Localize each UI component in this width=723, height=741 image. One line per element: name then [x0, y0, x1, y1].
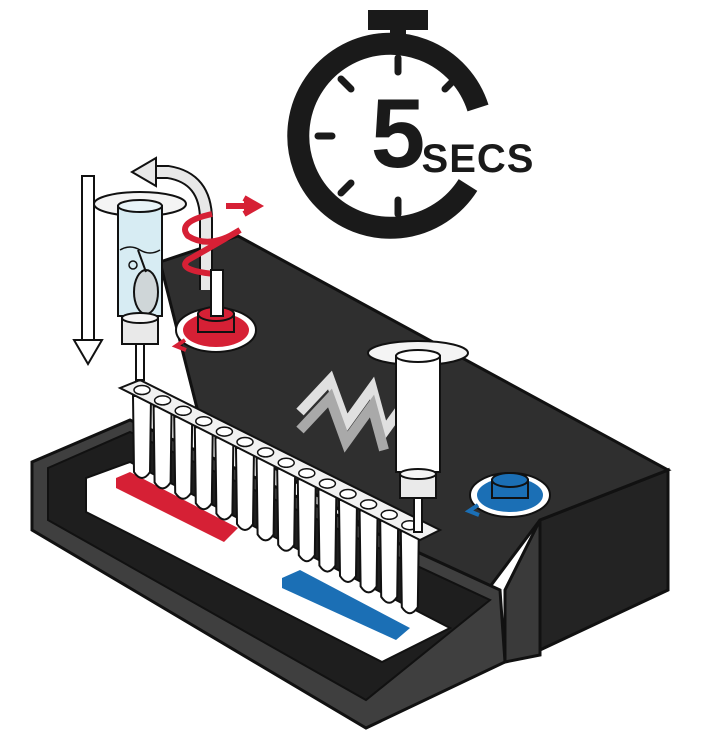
down-arrow-icon	[72, 175, 104, 366]
tube-hole	[256, 447, 275, 458]
tube	[296, 478, 317, 563]
tube-hole	[153, 395, 172, 406]
tube	[399, 530, 420, 615]
tube-hole	[215, 426, 234, 437]
red-port	[171, 306, 257, 353]
tube-hole	[298, 467, 316, 479]
blue-label-strip	[282, 570, 410, 640]
rotate-arrow-icon	[182, 195, 265, 277]
red-label-strip	[116, 472, 238, 542]
stopwatch-icon: 5 SECS	[287, 10, 535, 239]
brand-logo-mark	[296, 370, 415, 453]
tube-hole	[277, 457, 295, 469]
tube	[131, 395, 153, 479]
tube-hole	[195, 415, 213, 427]
tube	[173, 415, 194, 500]
tube	[214, 436, 235, 521]
tube	[358, 509, 379, 594]
tube-hole	[359, 499, 378, 510]
tube-hole	[339, 488, 357, 500]
tube	[337, 499, 359, 583]
tube-strip	[131, 395, 420, 615]
tube	[317, 488, 338, 573]
tube	[152, 405, 173, 490]
right-syringe	[367, 340, 469, 533]
tube-hole	[133, 384, 151, 396]
tube-holes	[133, 384, 419, 531]
blue-port	[464, 472, 551, 518]
tube-hole	[318, 478, 337, 489]
device-body	[30, 234, 672, 730]
tube-hole	[236, 436, 254, 448]
tube	[379, 519, 400, 604]
tube-hole	[174, 405, 192, 417]
tube	[193, 426, 214, 511]
timer-unit: SECS	[422, 137, 535, 181]
tube	[234, 447, 256, 531]
tube	[255, 457, 276, 542]
tube	[276, 467, 297, 552]
tube-hole	[380, 509, 398, 521]
left-syringe	[72, 156, 265, 381]
timer-number: 5	[371, 78, 426, 188]
